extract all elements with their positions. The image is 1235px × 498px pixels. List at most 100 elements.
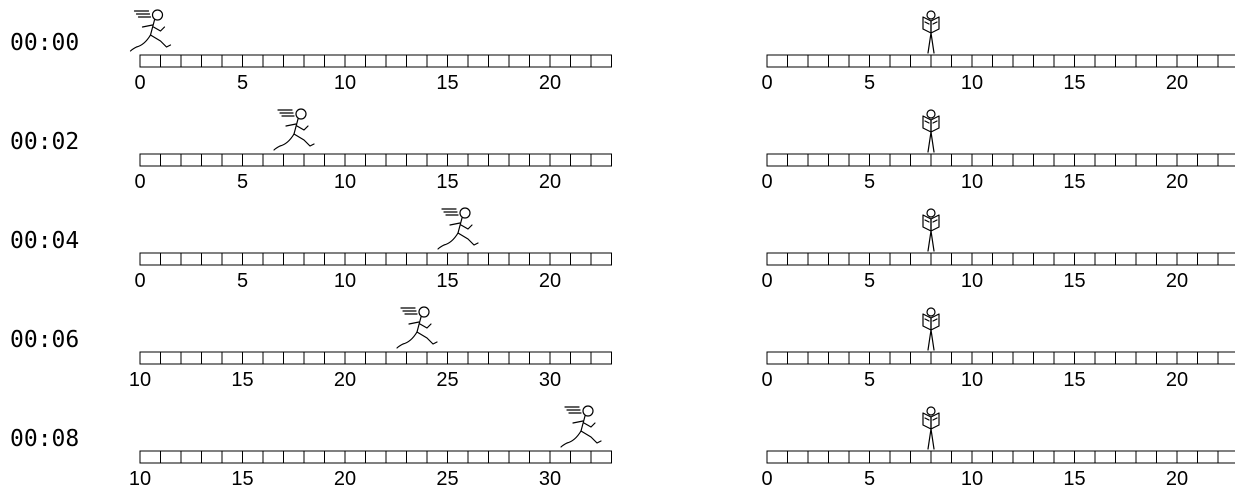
ruler-cell [161,451,182,463]
ruler-cell [767,253,788,265]
ruler-cell [1136,55,1157,67]
ruler-cell [509,352,530,364]
ruler-cell [448,451,469,463]
ruler-cell [222,352,243,364]
ruler-cell [1157,451,1178,463]
ruler-cell [489,352,510,364]
ruler-cell [1054,352,1075,364]
ruler-cell [952,154,973,166]
ruler-cell [489,55,510,67]
ruler-cell [448,352,469,364]
ruler-cell [222,154,243,166]
tick-label: 15 [1063,171,1085,193]
ruler-cell [788,253,809,265]
ruler-cell [972,154,993,166]
tick-label: 10 [961,468,983,490]
ruler-cell [829,451,850,463]
ruler-cell [1218,253,1235,265]
time-label: 00:04 [10,228,79,254]
tick-label: 15 [436,72,458,94]
ruler-cell [1116,451,1137,463]
ruler-cell [788,352,809,364]
ruler-cell [530,451,551,463]
ruler-cell [161,55,182,67]
ruler-cell [386,253,407,265]
ruler-cell [1136,154,1157,166]
tick-label: 0 [761,171,772,193]
ruler-cell [870,253,891,265]
ruler-cell [890,451,911,463]
ruler-cell [161,154,182,166]
ruler-cell [550,451,571,463]
ruler-cell [1034,55,1055,67]
ruler-cell [1218,451,1235,463]
tick-label: 5 [237,171,248,193]
ruler-cell [767,352,788,364]
ruler-cell [808,253,829,265]
ruler-cell [808,55,829,67]
tick-label: 5 [864,369,875,391]
ruler-cell [263,154,284,166]
ruler-cell [1054,451,1075,463]
tick-label: 10 [961,171,983,193]
ruler-cell [386,154,407,166]
ruler-cell [407,253,428,265]
ruler-cell [366,253,387,265]
ruler-cell [911,451,932,463]
ruler-cell [993,352,1014,364]
ruler-cell [530,55,551,67]
ruler-cell [849,451,870,463]
ruler-cell [304,253,325,265]
ruler-cell [263,352,284,364]
ruler-cell [243,253,264,265]
time-label: 00:06 [10,327,79,353]
ruler-cell [530,253,551,265]
ruler-cell [366,451,387,463]
ruler-cell [202,154,223,166]
ruler-cell [788,154,809,166]
ruler-cell [489,154,510,166]
tick-label: 20 [539,72,561,94]
running-person-icon [274,109,314,150]
tick-label: 20 [1166,468,1188,490]
ruler-cell [325,253,346,265]
ruler-cell [530,352,551,364]
ruler-cell [993,55,1014,67]
ruler-cell [222,55,243,67]
tick-label: 30 [539,468,561,490]
ruler-cell [849,352,870,364]
ruler-cell [243,451,264,463]
tick-label: 15 [436,171,458,193]
ruler-cell [591,253,612,265]
tick-label: 0 [761,72,772,94]
ruler-cell [890,55,911,67]
ruler-cell [304,352,325,364]
running-person-icon [561,406,601,447]
tick-label: 25 [436,369,458,391]
ruler-cell [530,154,551,166]
ruler-cell [767,154,788,166]
ruler-cell [870,451,891,463]
ruler-cell [161,253,182,265]
ruler-cell [571,253,592,265]
ruler-cell [243,154,264,166]
tick-label: 0 [761,468,772,490]
ruler-cell [550,55,571,67]
ruler-cell [427,253,448,265]
ruler-cell [407,154,428,166]
ruler-cell [870,154,891,166]
ruler-cell [263,55,284,67]
time-label: 00:00 [10,30,79,56]
tick-label: 10 [334,72,356,94]
ruler-cell [181,154,202,166]
ruler-cell [931,451,952,463]
ruler-cell [1136,352,1157,364]
ruler-cell [325,55,346,67]
